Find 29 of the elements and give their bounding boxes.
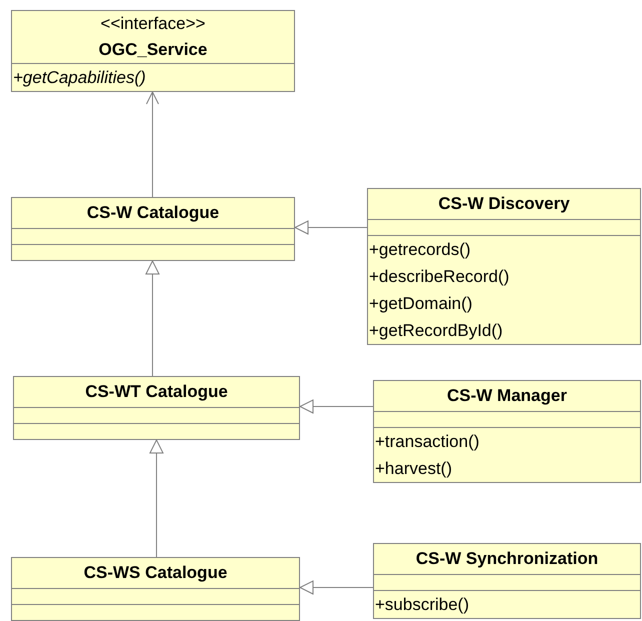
method-label: +getrecords(): [368, 239, 472, 261]
dependency-arrow: [146, 92, 159, 198]
class-name: CS-W Manager: [446, 385, 568, 407]
method-label: +getDomain(): [368, 293, 474, 315]
method-label: +transaction(): [374, 431, 480, 453]
generalization-arrow: [150, 440, 164, 558]
class-name: OGC_Service: [98, 39, 208, 61]
class-box: [13, 376, 300, 440]
method-label: +getCapabilities(): [12, 67, 147, 89]
stereotype-label: <<interface>>: [100, 13, 206, 35]
method-label: +describeRecord(): [368, 266, 510, 288]
method-label: +getRecordById(): [368, 320, 504, 342]
method-label: +subscribe(): [374, 594, 470, 616]
class-box: [11, 557, 300, 621]
generalization-arrow: [294, 220, 368, 234]
class-box: [373, 380, 641, 483]
generalization-arrow: [300, 580, 374, 594]
class-name: CS-W Catalogue: [86, 202, 220, 224]
generalization-arrow: [146, 260, 160, 376]
class-box: [367, 188, 641, 345]
class-name: CS-W Synchronization: [414, 548, 600, 570]
class-box: [11, 197, 295, 261]
class-name: CS-WS Catalogue: [82, 562, 228, 584]
class-box: [373, 543, 641, 619]
class-name: CS-W Discovery: [437, 193, 571, 215]
class-name: CS-WT Catalogue: [84, 381, 229, 403]
method-label: +harvest(): [374, 458, 453, 480]
generalization-arrow: [300, 400, 374, 414]
class-box: [11, 10, 295, 92]
